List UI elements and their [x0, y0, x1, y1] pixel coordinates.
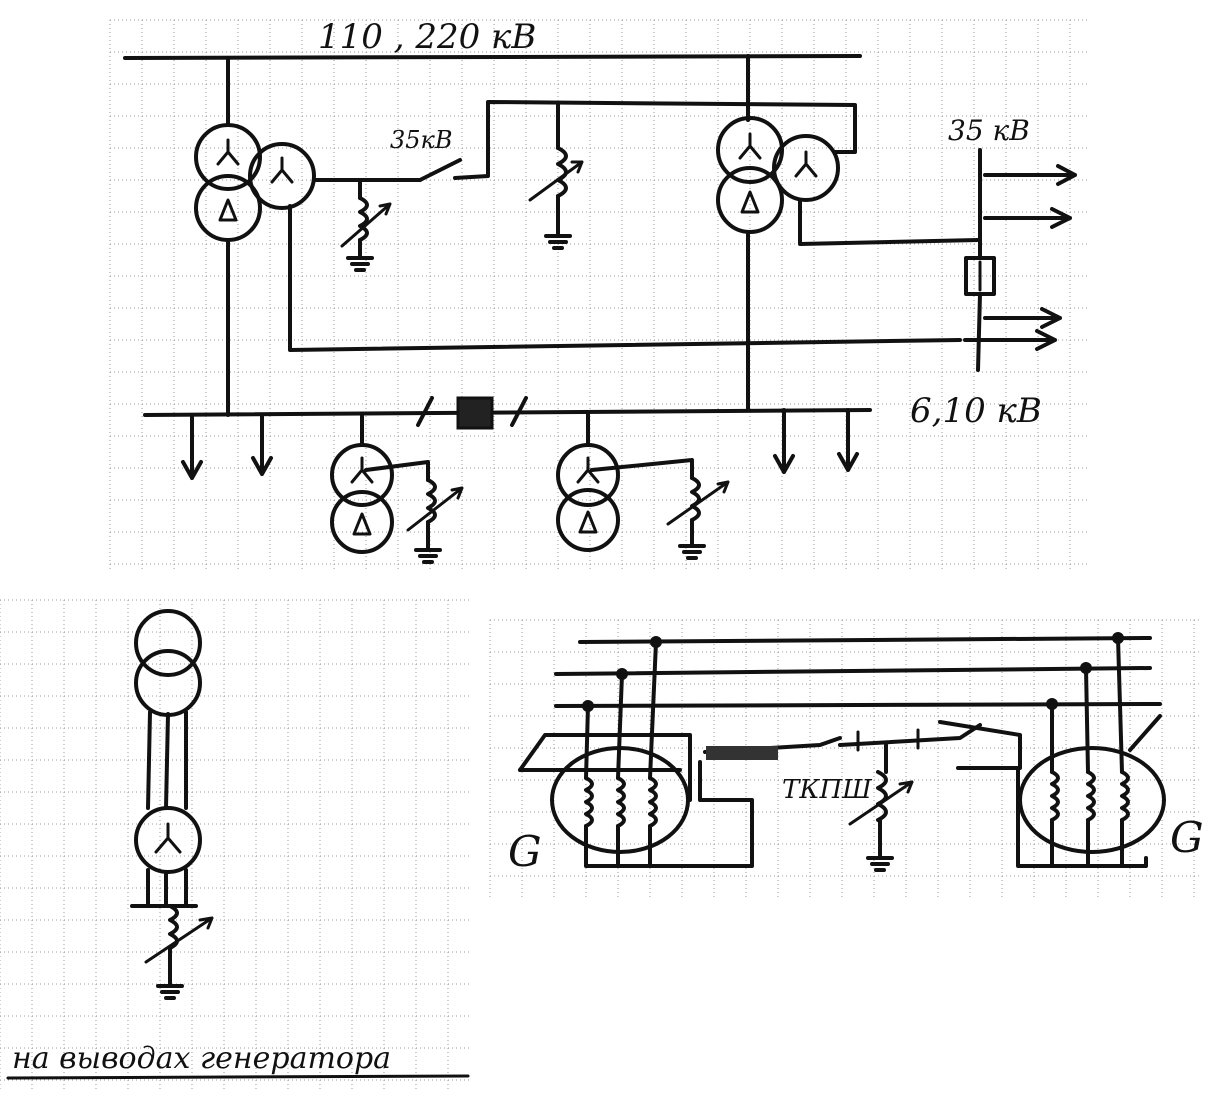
bus-section-switch-icon [510, 396, 528, 427]
ground-icon [678, 518, 706, 560]
phase-bus-b [554, 666, 1152, 676]
left-generator-neutral [584, 760, 754, 868]
left-generator-label: G [508, 827, 542, 876]
phase-bus-a [578, 636, 1152, 644]
outgoing-line-arrow-icon [983, 207, 1072, 229]
ground-icon [156, 946, 184, 1000]
right-generator-label: G [1170, 813, 1204, 862]
feeder-arrow-icon [251, 413, 273, 476]
generators-tkpsh-scheme: G ТКПШ G [508, 632, 1204, 876]
outgoing-line-arrow-icon [983, 307, 1062, 329]
phase-bus-c [554, 702, 1162, 708]
unit-transformer-winding-bottom [134, 649, 202, 717]
star-symbol-icon [794, 150, 818, 178]
reactor-coil-icon [690, 476, 701, 522]
reactor-coil-icon [556, 146, 568, 198]
lv-busbar [143, 408, 872, 417]
feeder-arrow-icon [837, 408, 859, 472]
adjust-arrow-icon [848, 780, 914, 826]
right-35kv-label: 35 кВ [948, 114, 1030, 147]
right-transformer-winding-top [716, 116, 784, 184]
ground-icon [414, 520, 442, 564]
right-35kv-lower [976, 292, 982, 372]
generator-winding-coil-icon [616, 776, 626, 828]
left-generator-leads [584, 640, 658, 780]
right-transformer-tertiary-lead [798, 198, 980, 246]
generator-winding-coil-icon [1050, 770, 1060, 822]
bus-section-reactor-icon [456, 396, 494, 430]
graph-paper-grid [0, 19, 1200, 1090]
left-transformer-winding-side [248, 142, 316, 210]
right-grounding-neutral [590, 458, 694, 480]
generator-terminals-caption: на выводах генератора [12, 1041, 391, 1076]
outgoing-line-arrow-icon [963, 329, 1057, 351]
left-35kv-link [453, 100, 857, 180]
tkpsh-interconnect-line [938, 720, 1022, 770]
breaker-switch-icon [418, 158, 462, 182]
ground-icon [544, 194, 572, 250]
right-generator-neutral [1016, 766, 1148, 868]
generator-leads [146, 868, 188, 907]
left-generator-link [678, 733, 692, 802]
generator-terminal-scheme: на выводах генератора [6, 609, 470, 1080]
ground-icon [866, 818, 894, 872]
adjust-arrow-icon [144, 916, 214, 964]
left-transformer-tertiary-lead [288, 204, 962, 352]
left-grounding-transformer-bottom [330, 490, 394, 554]
star-symbol-icon [154, 822, 182, 854]
adjust-arrow-icon [528, 160, 584, 202]
main-substation-scheme: 110 , 220 кВ 6,10 кВ 35кВ [123, 17, 1077, 564]
reactor-coil-icon [426, 478, 437, 524]
star-symbol-icon [350, 456, 374, 484]
star-symbol-icon [576, 456, 600, 484]
hv-bus-label: 110 , 220 кВ [318, 17, 536, 57]
right-grounding-transformer-bottom [556, 488, 620, 552]
generator-winding-coil-icon [1120, 770, 1130, 822]
tkpsh-interconnect-line [838, 723, 982, 747]
bus-section-switch-icon [416, 396, 434, 427]
left-grounding-neutral [364, 460, 430, 482]
generator-winding-coil-icon [1086, 770, 1096, 822]
adjust-arrow-icon [340, 202, 392, 248]
left-35kv-label: 35кВ [390, 126, 453, 154]
adjust-arrow-icon [406, 486, 464, 532]
right-transformer-winding-side [772, 134, 840, 202]
right-generator-link [1128, 714, 1162, 752]
right-generator-leads [1050, 636, 1124, 774]
delta-symbol-icon [578, 510, 598, 534]
star-symbol-icon [216, 138, 240, 166]
left-transformer-winding-top [194, 123, 262, 191]
star-symbol-icon [270, 156, 294, 184]
reactor-coil-icon [358, 196, 369, 242]
unit-transformer-winding-top [134, 609, 202, 677]
tkpsh-interconnect-line [518, 733, 682, 772]
breaker-tick-icon [856, 728, 920, 752]
delta-symbol-icon [218, 198, 238, 222]
ground-icon [346, 238, 374, 272]
tkpsh-label: ТКПШ [782, 775, 873, 805]
generator-winding-coil-icon [648, 776, 658, 828]
lv-bus-label: 6,10 кВ [910, 391, 1042, 431]
current-transformer-block [706, 746, 778, 760]
left-grounding-transformer-top [330, 443, 394, 507]
reactor-coil-icon [876, 770, 888, 822]
adjust-arrow-icon [666, 480, 730, 526]
feeder-arrow-icon [181, 413, 203, 480]
delta-symbol-icon [352, 512, 372, 536]
outgoing-line-arrow-icon [983, 164, 1077, 186]
generator-winding-coil-icon [584, 776, 594, 828]
star-symbol-icon [738, 132, 762, 160]
hv-busbar [123, 54, 862, 60]
right-grounding-transformer-top [556, 443, 620, 507]
unit-transformer-leads [146, 710, 188, 810]
feeder-arrow-icon [773, 408, 795, 474]
delta-symbol-icon [740, 190, 760, 214]
caption-underline [6, 1074, 470, 1080]
